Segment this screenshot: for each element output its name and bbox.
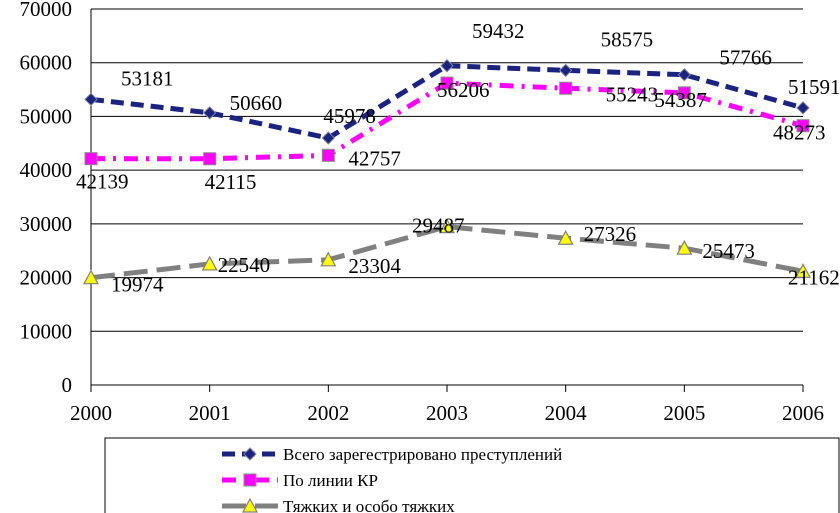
data-label-2-2001: 22540	[218, 253, 271, 277]
x-tick-label-2006: 2006	[782, 401, 824, 425]
y-tick-label-70000: 70000	[20, 0, 73, 21]
point-0-2003	[440, 59, 454, 73]
data-label-1-2001: 42115	[205, 170, 257, 194]
legend-label-2: Тяжких и особо тяжких	[283, 497, 455, 513]
point-2-2004	[557, 229, 574, 245]
point-0-2004	[558, 63, 573, 78]
legend-marker-2	[241, 497, 259, 513]
legend-marker-1	[243, 473, 257, 487]
data-label-0-2005: 57766	[719, 46, 772, 70]
data-label-0-2001: 50660	[230, 91, 283, 115]
point-1-2000	[84, 152, 98, 166]
point-2-2000	[82, 269, 100, 285]
point-1-2006	[796, 119, 810, 133]
x-tick-label-2003: 2003	[426, 401, 468, 425]
data-label-0-2000: 53181	[121, 66, 174, 90]
legend-marker-0	[243, 447, 257, 461]
data-label-2-2003: 29487	[412, 214, 465, 238]
x-tick-labels: 2000 2001 2002 2003 2004 2005 2006	[70, 401, 824, 425]
data-label-0-2003: 59432	[472, 19, 525, 43]
data-label-1-2006: 48273	[773, 121, 826, 145]
y-tick-label-10000: 10000	[20, 319, 73, 343]
point-0-2006	[796, 101, 810, 115]
data-label-1-2002: 42757	[348, 146, 401, 170]
data-label-0-2002: 45978	[323, 104, 376, 128]
data-label-2-2006: 21162	[788, 265, 840, 289]
point-1-2003	[440, 76, 454, 90]
data-label-1-2003: 56206	[437, 78, 490, 102]
y-tick-labels: 0 10000 20000 30000 40000 50000 60000 70000	[20, 0, 73, 397]
grid-lines	[91, 8, 803, 332]
point-0-2001	[202, 106, 217, 120]
data-label-1-2004: 55243	[606, 82, 659, 106]
y-tick-label-30000: 30000	[20, 212, 73, 236]
x-tick-label-2000: 2000	[70, 401, 112, 425]
x-tick-label-2001: 2001	[189, 401, 231, 425]
legend-box	[104, 437, 840, 513]
data-labels: 53181 50660 45978 59432 58575 57766 51591 42139…	[76, 19, 840, 297]
point-1-2002	[321, 148, 335, 162]
data-label-0-2006: 51591	[788, 75, 840, 99]
data-label-1-2000: 42139	[76, 170, 129, 194]
point-0-2005	[677, 68, 692, 82]
x-tick-label-2005: 2005	[663, 401, 705, 425]
data-label-2-2000: 19974	[111, 273, 164, 297]
point-1-2004	[559, 81, 573, 95]
legend-label-0: Всего зарегестрировано преступлений	[283, 445, 562, 464]
data-label-2-2005: 25473	[702, 239, 755, 263]
y-tick-label-50000: 50000	[20, 104, 73, 128]
point-2-2001	[201, 255, 218, 271]
y-tick-label-40000: 40000	[20, 158, 73, 182]
point-2-2003	[438, 218, 456, 234]
point-2-2002	[320, 251, 337, 267]
data-label-2-2004: 27326	[584, 222, 637, 246]
point-1-2001	[203, 152, 217, 166]
legend-label-1: По линии КР	[283, 471, 378, 490]
y-tick-label-0: 0	[62, 373, 73, 397]
data-label-2-2002: 23304	[348, 254, 401, 278]
legend: Всего зарегестрировано преступлений По ли…	[104, 437, 840, 513]
point-2-2005	[676, 239, 693, 255]
x-tick-label-2004: 2004	[545, 401, 588, 425]
point-1-2005	[677, 86, 691, 100]
data-label-1-2005: 54387	[654, 88, 707, 112]
point-2-2006	[794, 263, 812, 278]
series-lines	[82, 59, 812, 285]
y-tick-label-60000: 60000	[20, 51, 73, 75]
point-0-2000	[84, 92, 98, 107]
x-tick-label-2002: 2002	[307, 401, 349, 425]
data-label-0-2004: 58575	[601, 27, 654, 51]
point-0-2002	[321, 131, 336, 145]
y-tick-label-20000: 20000	[20, 266, 73, 290]
axes	[90, 9, 804, 392]
